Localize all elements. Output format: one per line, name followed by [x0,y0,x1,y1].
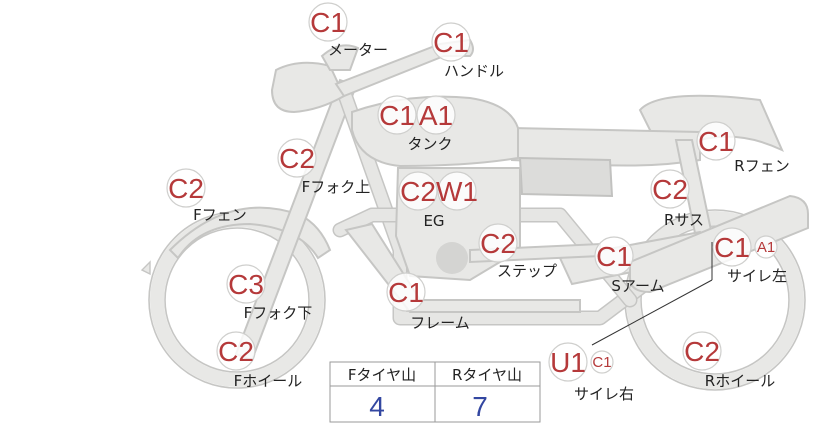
part-muffler-right: U1 C1 サイレ右 [548,342,634,403]
grade-code: A1 [419,100,453,131]
part-label: メーター [328,41,388,59]
grade-code: C1 [433,27,469,58]
tire-tread-table: Fタイヤ山 Rタイヤ山 4 7 [329,361,541,423]
grade-badge-circle [696,121,736,161]
grade-badge-circle [754,235,778,259]
grade-badge-circle [308,2,348,42]
grade-code: C2 [218,336,254,367]
part-label: Rホイール [705,372,775,390]
grade-code: C2 [400,176,436,207]
meter-shape [320,44,360,71]
grade-badge-circle [650,169,690,209]
grade-code: C1 [698,126,734,157]
grade-badge-circle [386,272,426,312]
grade-badge-circle [478,223,518,263]
rear-tire-header: Rタイヤ山 [452,366,522,384]
grade-badge-circle [682,331,722,371]
grade-badge-circle [216,331,256,371]
part-label: Fフェン [193,206,247,224]
grade-badge-circle [712,227,752,267]
part-frame: C1 フレーム [386,272,470,332]
grade-badge-circle [431,22,471,62]
part-label: Fフォク上 [302,178,371,196]
grade-code: A1 [757,239,775,256]
part-step: C2 ステップ [478,223,557,280]
rear-tire-value: 7 [472,391,488,422]
front-tire-header: Fタイヤ山 [348,366,416,384]
grade-badge-circle [398,171,438,211]
part-handle: C1 ハンドル [431,22,504,80]
grade-code: C3 [228,269,264,300]
part-meter: C1 メーター [308,2,388,59]
grade-badge-circle [226,264,266,304]
grade-badge-circle [377,95,417,135]
part-label: Fホイール [234,372,303,390]
grade-code: C1 [310,7,346,38]
grade-badge-circle [594,236,634,276]
grade-code: C1 [596,241,632,272]
part-label: EG [423,212,444,230]
part-label: ステップ [497,262,557,280]
part-label: Rフェン [734,157,789,175]
grade-code: C2 [480,228,516,259]
grade-badge-circle [437,171,477,211]
grade-badge-circle [277,138,317,178]
grade-code: C2 [168,173,204,204]
part-muffler-left: C1 A1 サイレ左 [712,227,787,285]
part-label: タンク [407,135,452,153]
part-label: Sアーム [611,277,664,295]
grade-code: W1 [436,176,478,207]
grade-badge-circle [416,95,456,135]
grade-code: C2 [652,174,688,205]
grade-badge-circle [590,350,614,374]
grade-code: C2 [279,143,315,174]
grade-code: C1 [379,100,415,131]
muffler-right-leader-line [591,279,713,346]
grade-code: C1 [714,232,750,263]
part-label: サイレ右 [574,385,634,403]
grade-code: C2 [684,336,720,367]
part-label: Rサス [664,211,704,229]
grade-code: C1 [388,277,424,308]
part-label: フレーム [410,314,470,332]
front-tire-value: 4 [369,391,385,422]
side-cover-shape [518,156,614,198]
part-label: Fフォク下 [244,304,313,322]
grade-badge-circle [166,168,206,208]
headlight-shape [270,61,346,114]
grade-code: C1 [592,354,611,371]
part-label: サイレ左 [727,267,787,285]
grade-badge-circle [548,342,588,382]
grade-code: U1 [550,347,586,378]
engine-case-shape [436,242,468,274]
part-label: ハンドル [444,62,504,80]
